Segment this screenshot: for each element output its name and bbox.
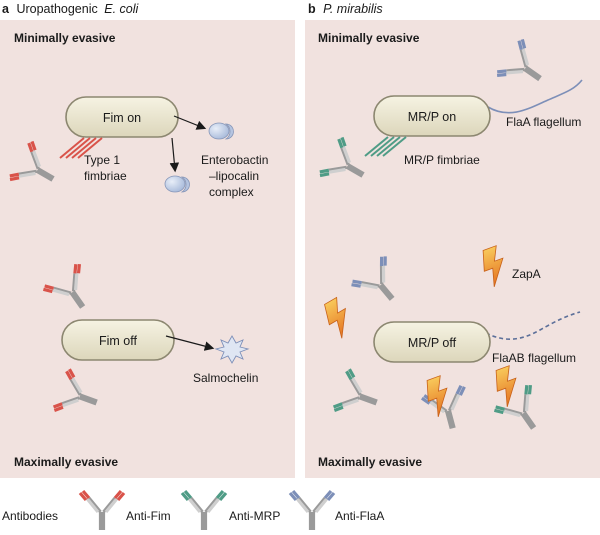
panel-a-bottom-label: Maximally evasive [14, 455, 118, 469]
panel-a-title-organism: E. coli [104, 2, 139, 16]
fim-off-label: Fim off [99, 334, 137, 348]
flaab-flagellum-label: FlaAB flagellum [492, 351, 576, 365]
flaa-flagellum-label: FlaA flagellum [506, 115, 581, 129]
enterobactin-complex-icon-1 [208, 122, 234, 140]
antibody-legend: Antibodies Anti-Fim Anti-MRP Anti-FlaA [2, 489, 384, 532]
legend-title: Antibodies [2, 509, 58, 523]
legend-anti-flaa-label: Anti-FlaA [335, 509, 384, 523]
mrp-on-label: MR/P on [408, 110, 456, 124]
fim-on-cell: Fim on [65, 96, 179, 138]
panel-a-background [0, 20, 295, 478]
panel-a-letter: a [2, 2, 10, 16]
enterobactin-label-1: Enterobactin [201, 153, 268, 167]
flaab-flagellum [485, 311, 581, 340]
flaa-flagellum [487, 79, 583, 114]
enterobactin-label-2: –lipocalin [209, 169, 259, 183]
salmochelin-label: Salmochelin [193, 371, 258, 385]
arrow-to-salmochelin [165, 335, 215, 351]
arrow-to-enterobactin-1 [173, 115, 207, 130]
zapa-label: ZapA [512, 267, 541, 281]
panel-b-header: b P. mirabilis [308, 2, 383, 16]
type-1-fimbriae-label-1: Type 1 [84, 153, 120, 167]
legend-anti-fim-icon [78, 489, 126, 532]
mrp-fimbriae [364, 136, 407, 157]
arrow-to-enterobactin-2 [169, 137, 180, 173]
svg-text:b P. mirabilis: b P. mirabilis [308, 2, 383, 16]
type-1-fimbriae [59, 137, 103, 159]
fim-on-label: Fim on [103, 111, 141, 125]
panel-a-title: Uropathogenic [16, 2, 97, 16]
panel-b-top-label: Minimally evasive [318, 31, 420, 45]
svg-text:a Uropathogenic E.: a Uropathogenic E. coli [2, 2, 139, 16]
panel-b-title-organism: P. mirabilis [323, 2, 383, 16]
enterobactin-complex-icon-2 [164, 175, 190, 193]
enterobactin-label-3: complex [209, 185, 254, 199]
panel-a-top-label: Minimally evasive [14, 31, 116, 45]
panel-b-bottom-label: Maximally evasive [318, 455, 422, 469]
legend-anti-flaa-icon [288, 489, 336, 532]
mrp-off-cell: MR/P off [373, 321, 491, 363]
legend-anti-fim-label: Anti-Fim [126, 509, 171, 523]
legend-anti-mrp-icon [180, 489, 228, 532]
type-1-fimbriae-label-2: fimbriae [84, 169, 127, 183]
panel-b-letter: b [308, 2, 316, 16]
legend-anti-mrp-label: Anti-MRP [229, 509, 280, 523]
panel-a-header: a Uropathogenic E. coli [2, 2, 139, 16]
salmochelin-icon [214, 335, 250, 364]
mrp-off-label: MR/P off [408, 336, 457, 350]
fim-off-cell: Fim off [61, 319, 175, 361]
mrp-on-cell: MR/P on [373, 95, 491, 137]
mrp-fimbriae-label: MR/P fimbriae [404, 153, 480, 167]
